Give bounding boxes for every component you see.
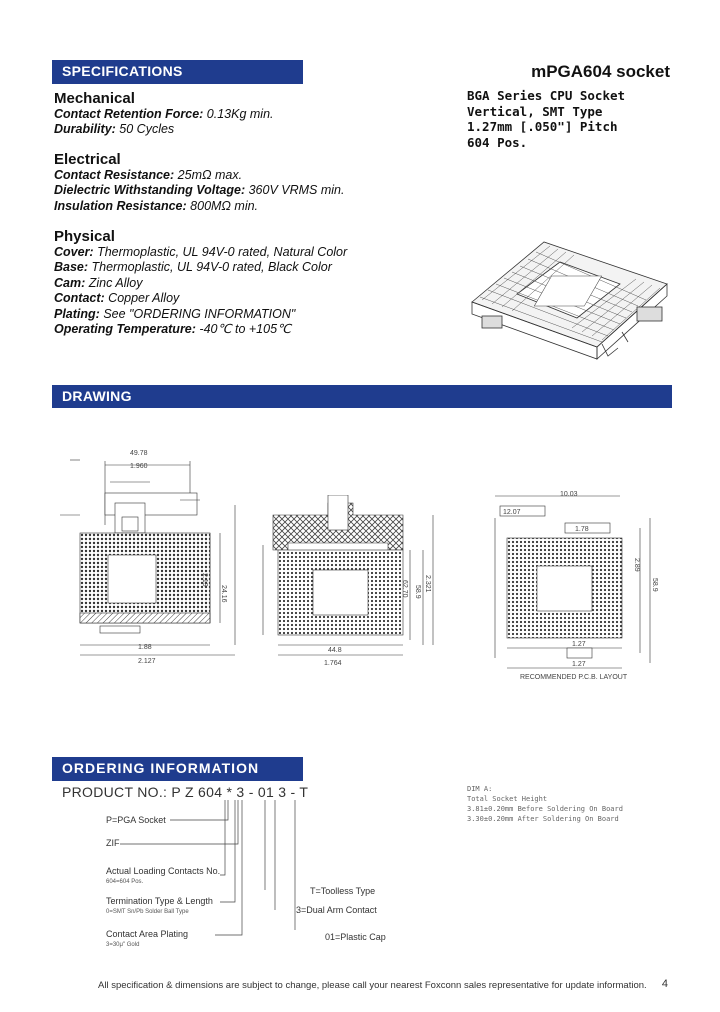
dim-label: 62.70 [401, 580, 408, 598]
spec-line: Cam: Zinc Alloy [54, 275, 143, 290]
ordering-label: Actual Loading Contacts No. [106, 866, 221, 876]
footer-disclaimer: All specification & dimensions are subje… [98, 980, 647, 991]
spec-line: Contact Retention Force: 0.13Kg min. [54, 107, 274, 121]
dim-label: 12.07 [503, 509, 521, 516]
dim-label: 49.78 [130, 450, 148, 457]
ordering-label: 01=Plastic Cap [325, 932, 386, 942]
physical-specs: Cover: Thermoplastic, UL 94V-0 rated, Na… [54, 245, 347, 337]
ordering-leader-lines [120, 800, 296, 936]
ordering-label: T=Toolless Type [310, 886, 376, 896]
dim-a-note: DIM A: Total Socket Height 3.81±0.20mm B… [467, 785, 623, 823]
socket-illustration [471, 241, 668, 360]
top-view-drawing: 49.78 1.960 24.16 2.19 1.88 2.127 [60, 450, 236, 665]
dim-label: 2.127 [138, 658, 156, 665]
pcb-layout-drawing: 10.03 12.07 1.78 2.89 58.9 1.27 1.27 REC… [494, 491, 658, 681]
dim-label: 2.89 [633, 558, 640, 572]
spec-line: Cover: Thermoplastic, UL 94V-0 rated, Na… [54, 245, 348, 259]
dim-label: 58.9 [651, 578, 658, 592]
dim-label: 24.16 [220, 585, 227, 603]
spec-line: Contact Resistance: 25mΩ max. [54, 168, 243, 182]
ordering-rule [52, 779, 303, 781]
electrical-specs: Contact Resistance: 25mΩ max. Dielectric… [54, 168, 344, 214]
ordering-label: Termination Type & Length [106, 896, 213, 906]
drawing-rule [52, 406, 672, 408]
mechanical-specs: Contact Retention Force: 0.13Kg min. Dur… [54, 107, 274, 138]
mechanical-heading: Mechanical [54, 90, 135, 107]
specifications-banner: SPECIFICATIONS [52, 60, 303, 83]
ordering-sublabel: 604=604 Pos. [106, 879, 144, 885]
dim-label: 1.27 [572, 641, 586, 648]
spec-line: Insulation Resistance: 800MΩ min. [54, 198, 259, 213]
spec-line: Durability: 50 Cycles [54, 122, 175, 137]
specifications-rule [52, 82, 303, 84]
dim-label: 1.960 [130, 463, 148, 470]
physical-heading: Physical [54, 228, 115, 245]
pcb-layout-caption: RECOMMENDED P.C.B. LAYOUT [520, 674, 628, 681]
spec-line: Dielectric Withstanding Voltage: 360V VR… [54, 183, 345, 198]
dim-label: 1.78 [575, 526, 589, 533]
ordering-label: P=PGA Socket [106, 815, 166, 825]
dim-label: 10.03 [560, 491, 578, 498]
dim-label: 1.27 [572, 661, 586, 668]
product-title: mPGA604 socket [531, 62, 670, 81]
product-number: PRODUCT NO.: P Z 604 * 3 - 01 3 - T [62, 784, 309, 800]
dim-label: 1.764 [324, 660, 342, 667]
ordering-banner: ORDERING INFORMATION [52, 757, 303, 780]
spec-line: Contact: Copper Alloy [54, 291, 180, 306]
drawing-banner: DRAWING [52, 385, 672, 408]
ordering-sublabel: 3=30μ" Gold [106, 942, 140, 948]
spec-line: Base: Thermoplastic, UL 94V-0 rated, Bla… [54, 260, 332, 275]
ordering-label: 3=Dual Arm Contact [296, 905, 377, 915]
spec-line: Operating Temperature: -40℃ to +105℃ [54, 322, 292, 337]
ordering-label: ZIF [106, 838, 120, 848]
spec-line: Plating: See "ORDERING INFORMATION" [54, 306, 296, 321]
front-view-drawing: 44.8 1.764 62.70 58.9 2.321 [262, 495, 434, 667]
ordering-label: Contact Area Plating [106, 929, 189, 939]
product-description: BGA Series CPU Socket Vertical, SMT Type… [467, 88, 626, 150]
dim-label: 2.321 [424, 575, 431, 593]
ordering-sublabel: 0=SMT Sn/Pb Solder Ball Type [106, 909, 189, 915]
dim-label: 2.19 [201, 573, 208, 587]
dim-label: 1.88 [138, 644, 152, 651]
electrical-heading: Electrical [54, 151, 121, 168]
dim-label: 58.9 [414, 585, 421, 599]
page-number: 4 [661, 978, 668, 990]
dim-label: 44.8 [328, 647, 342, 654]
